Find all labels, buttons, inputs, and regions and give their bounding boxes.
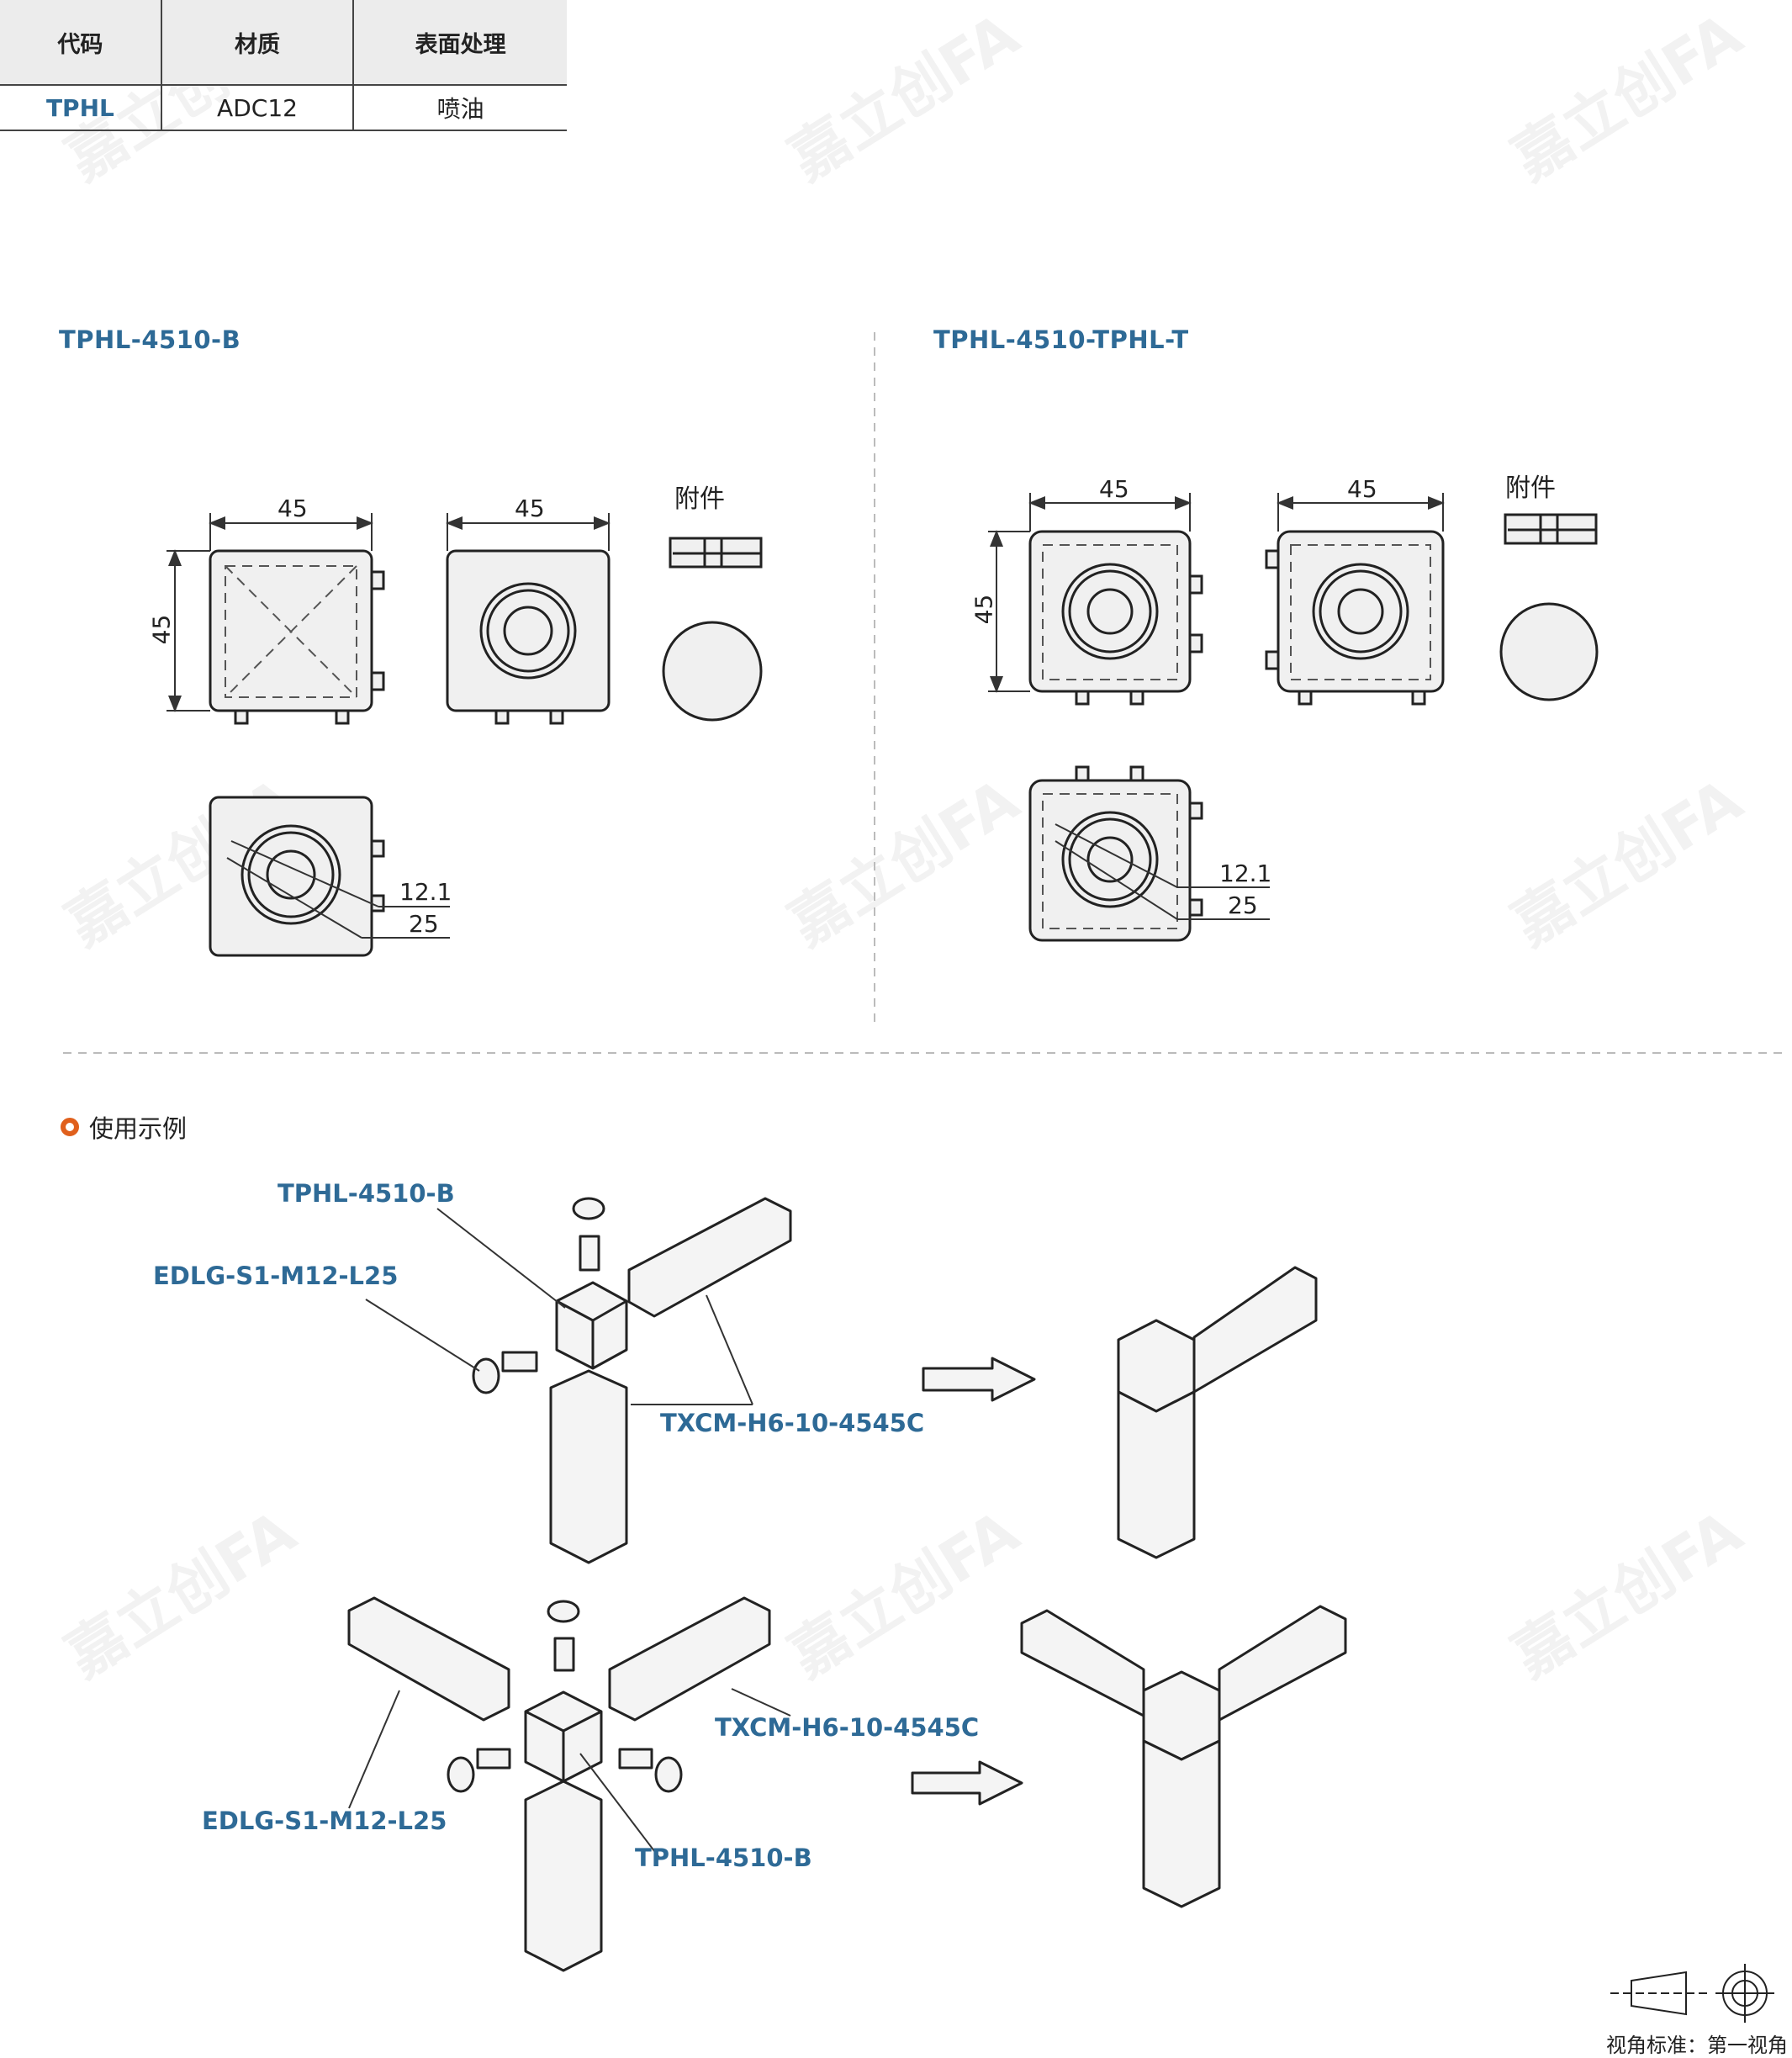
- callout-bolt: EDLG-S1-M12-L25: [202, 1807, 447, 1835]
- table-header-row: 代码 材质 表面处理: [0, 0, 567, 86]
- dim-inner-diameter: 12.1: [399, 878, 452, 906]
- cell-surface: 喷油: [352, 85, 567, 131]
- callout-bolt: EDLG-S1-M12-L25: [153, 1262, 399, 1290]
- dim-outer-diameter: 25: [1228, 891, 1258, 919]
- dim-height: 45: [970, 594, 998, 625]
- callout-part: TPHL-4510-B: [635, 1844, 812, 1872]
- right-section-title: TPHL-4510-TPHL-T: [933, 325, 1189, 354]
- spec-table: 代码 材质 表面处理 TPHL ADC12 喷油: [0, 0, 567, 131]
- column-header-material: 材质: [160, 0, 354, 86]
- accessory-label: 附件: [674, 484, 725, 514]
- dim-width-1: 45: [278, 495, 308, 522]
- dim-width-2: 45: [515, 495, 545, 522]
- cell-material: ADC12: [160, 85, 354, 131]
- column-header-code: 代码: [0, 0, 161, 86]
- dim-width-2: 45: [1347, 475, 1377, 503]
- table-row: TPHL ADC12 喷油: [0, 85, 567, 131]
- view-standard-label: 视角标准：第一视角: [1606, 2034, 1788, 2057]
- accessory-label: 附件: [1505, 473, 1556, 503]
- dim-width-1: 45: [1099, 475, 1129, 503]
- bullet-icon: [61, 1118, 79, 1136]
- usage-heading: 使用示例: [61, 1110, 187, 1144]
- column-header-surface: 表面处理: [352, 0, 567, 86]
- left-section-title: TPHL-4510-B: [59, 325, 241, 354]
- callout-part: TPHL-4510-B: [278, 1179, 455, 1208]
- callout-profile: TXCM-H6-10-4545C: [715, 1713, 980, 1742]
- callout-profile: TXCM-H6-10-4545C: [660, 1409, 925, 1437]
- dim-outer-diameter: 25: [409, 910, 439, 938]
- dim-height: 45: [147, 614, 176, 645]
- dim-inner-diameter: 12.1: [1219, 860, 1272, 887]
- cell-code: TPHL: [0, 85, 161, 131]
- usage-heading-text: 使用示例: [89, 1114, 188, 1143]
